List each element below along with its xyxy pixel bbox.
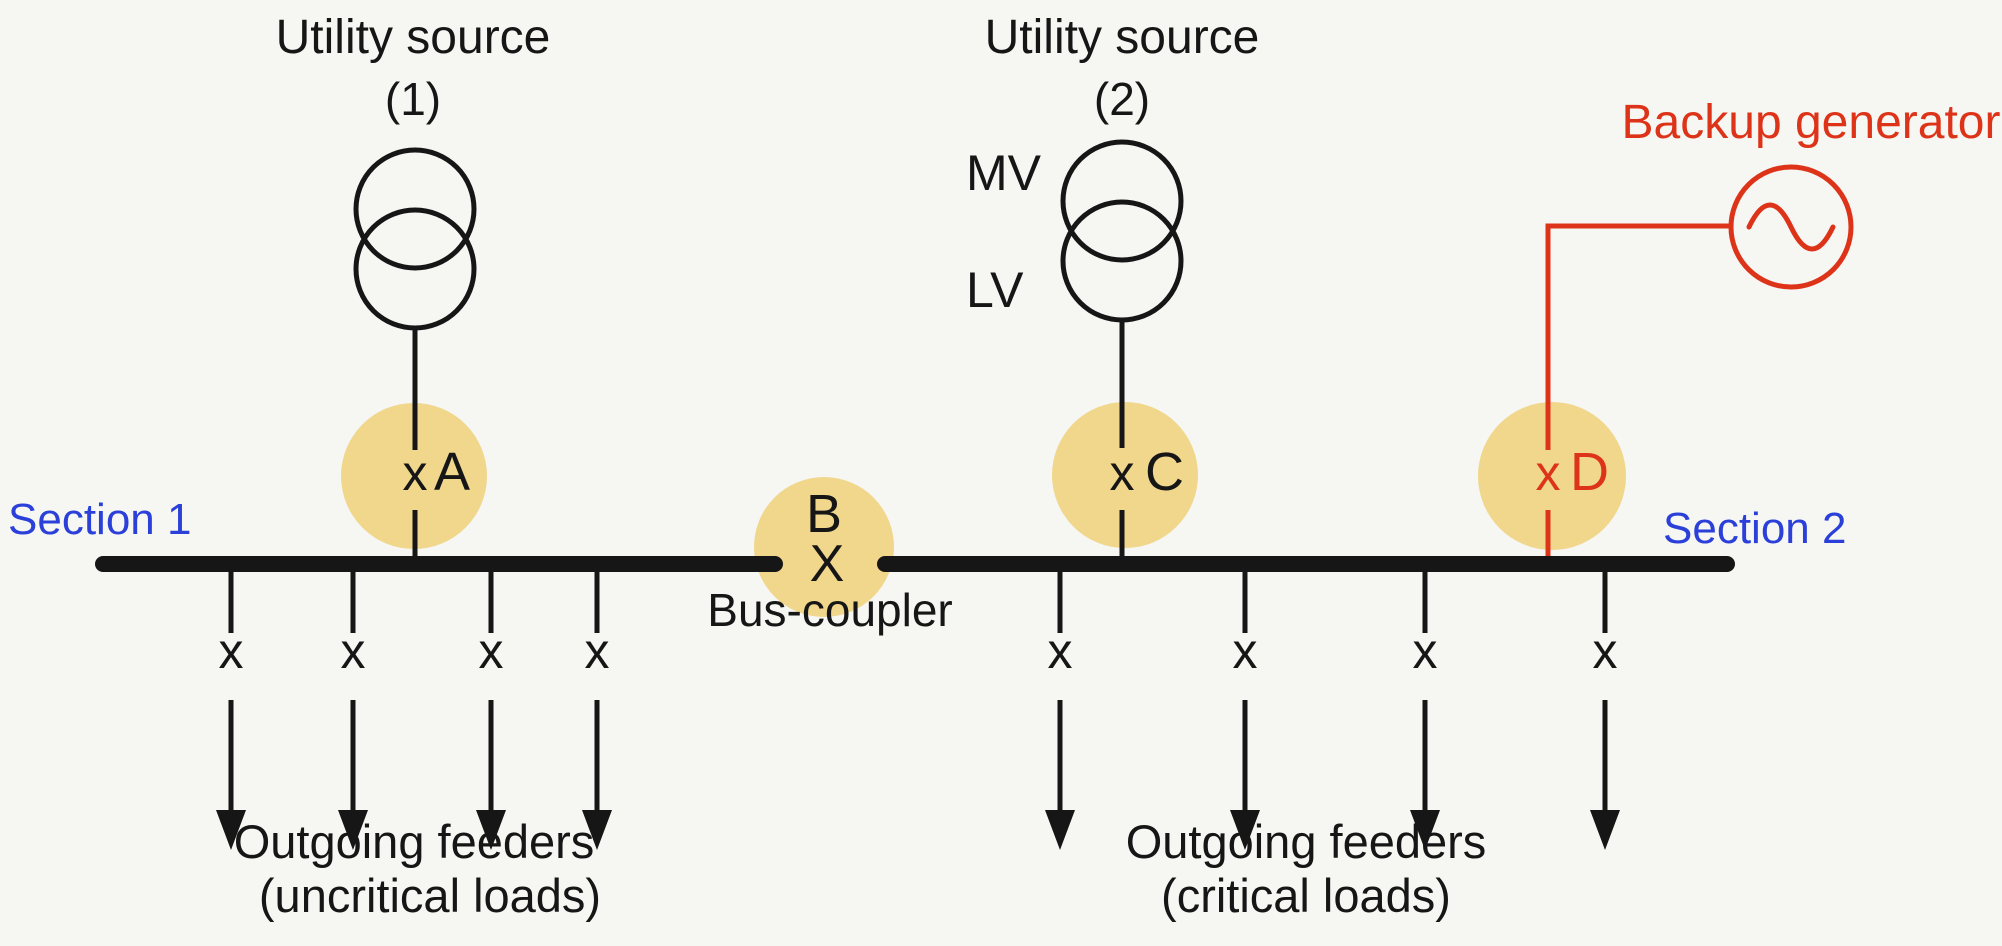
- utility2-label: Utility source: [984, 11, 1260, 64]
- section2-label: Section 2: [1663, 504, 1847, 553]
- feeder-x-mark: x: [584, 623, 610, 679]
- feeder-x-mark: x: [340, 623, 366, 679]
- lv-label: LV: [966, 262, 1024, 318]
- feeder-x-mark: x: [1412, 623, 1438, 679]
- coupler-b-label: B: [805, 484, 843, 544]
- transformer2-icon: [1060, 139, 1184, 323]
- bus-coupler-highlight: [754, 477, 894, 617]
- generator-tie-line: [1545, 223, 1731, 450]
- utility1-label: Utility source: [275, 11, 551, 64]
- bus-coupler-caption: Bus-coupler: [707, 584, 953, 636]
- utility1-number: (1): [384, 73, 442, 125]
- feeder-arrowhead: [476, 810, 506, 850]
- feeder-6: [1230, 572, 1260, 850]
- feeder-arrowhead: [216, 810, 246, 850]
- breaker-c-x-mark: x: [1109, 445, 1135, 501]
- breaker-c-label: C: [1145, 442, 1184, 502]
- sine-wave-icon: [1746, 202, 1836, 252]
- feeder-5: [1045, 572, 1075, 850]
- feeder-arrowhead: [582, 810, 612, 850]
- feeders-right-caption-line2: (critical loads): [1161, 869, 1451, 922]
- breaker-d-label: D: [1570, 442, 1609, 502]
- breaker-a-label: A: [434, 442, 471, 502]
- feeders-left-caption-line1: Outgoing feeders: [233, 815, 595, 868]
- feeder-arrowhead: [1230, 810, 1260, 850]
- feeder-8: [1590, 572, 1620, 850]
- feeder-4: [582, 572, 612, 850]
- feeder-arrowhead: [1045, 810, 1075, 850]
- feeder-x-mark: x: [1232, 623, 1258, 679]
- feeder-x-mark: x: [478, 623, 504, 679]
- coupler-x-mark: X: [809, 535, 845, 593]
- feeder-x-mark: x: [1047, 623, 1073, 679]
- feeder-x-mark: x: [1592, 623, 1618, 679]
- section1-label: Section 1: [8, 495, 192, 544]
- utility2-number: (2): [1093, 73, 1151, 125]
- feeder-arrowhead: [1590, 810, 1620, 850]
- feeder-arrowhead: [1410, 810, 1440, 850]
- breaker-a-x-mark: x: [402, 445, 428, 501]
- transformer1-icon: [353, 147, 477, 331]
- breaker-c-highlight: [1052, 402, 1198, 548]
- breaker-d-highlight: [1478, 402, 1626, 550]
- feeder-x-mark: x: [218, 623, 244, 679]
- mv-label: MV: [966, 145, 1041, 201]
- feeder-group: [216, 572, 1620, 850]
- feeder-1: [216, 572, 246, 850]
- feeder-2: [338, 572, 368, 850]
- feeders-right-caption-line1: Outgoing feeders: [1125, 815, 1487, 868]
- breaker-a-highlight: [341, 403, 487, 549]
- breaker-d-x-mark: x: [1535, 445, 1561, 501]
- feeder-3: [476, 572, 506, 850]
- feeder-7: [1410, 572, 1440, 850]
- feeders-left-caption-line2: (uncritical loads): [258, 869, 602, 922]
- generator-icon: [1728, 164, 1854, 290]
- feeder-arrowhead: [338, 810, 368, 850]
- backup-generator-label: Backup generator: [1621, 96, 2001, 149]
